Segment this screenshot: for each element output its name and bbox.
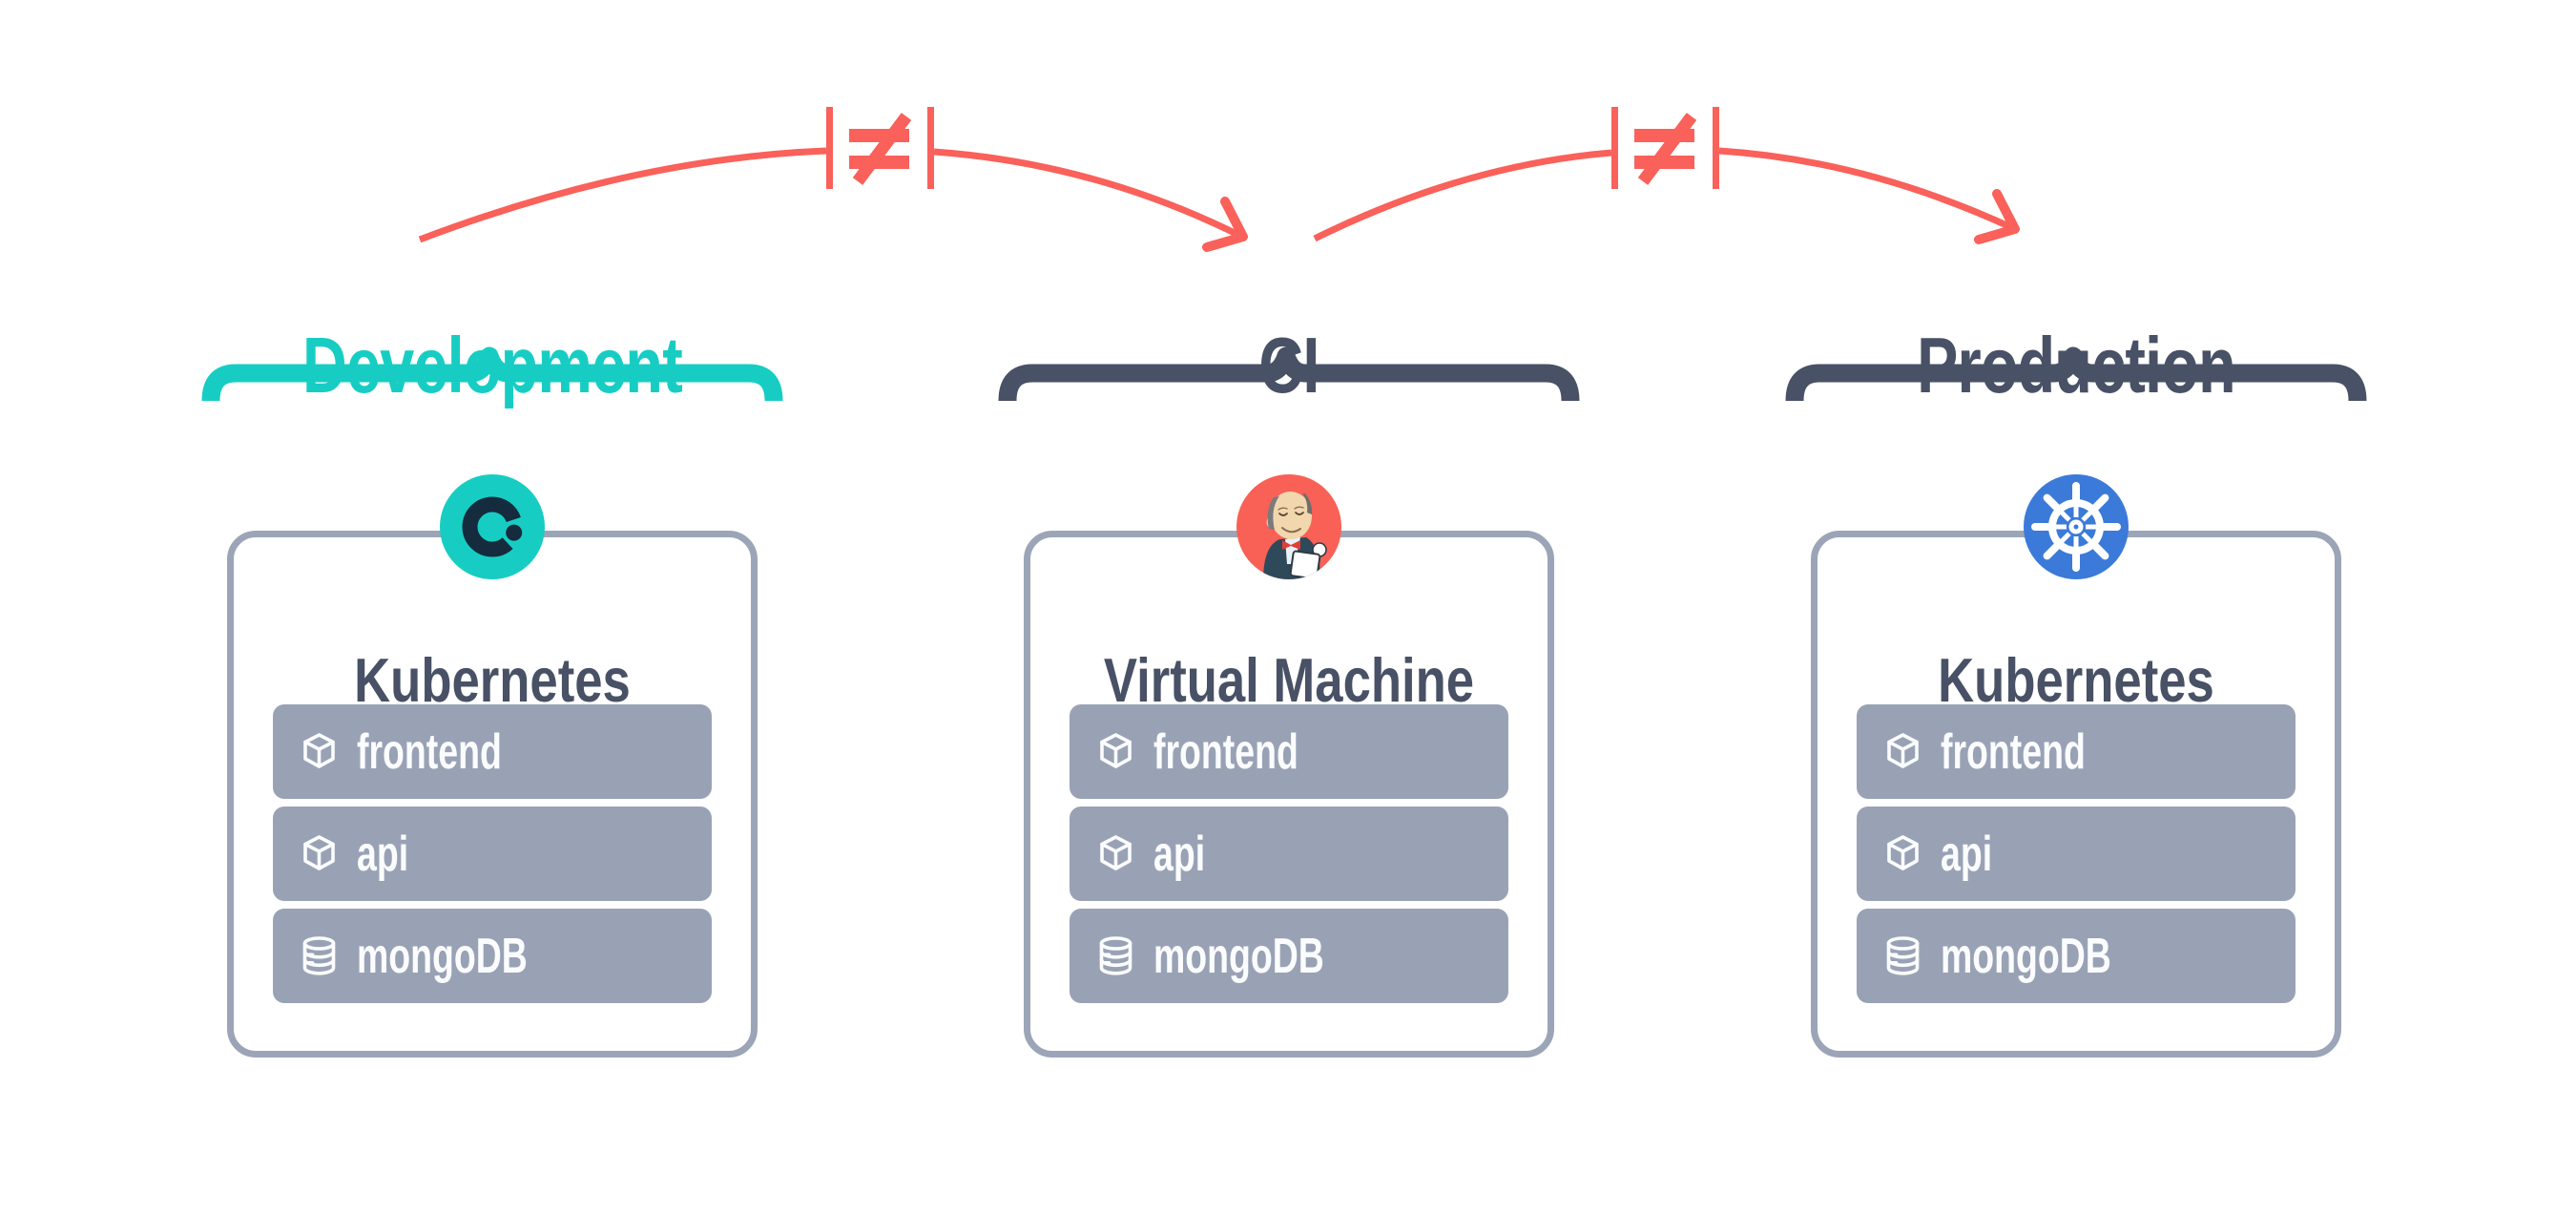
connector-ci-prod	[1313, 107, 2020, 244]
brace-decoration	[998, 346, 1580, 402]
service-label: frontend	[1153, 723, 1298, 780]
platform-title: Kubernetes	[354, 645, 631, 715]
stage-production: Production	[1785, 256, 2367, 1096]
database-icon	[1099, 936, 1132, 975]
stage-development: Development Kubernetes frontend api	[201, 256, 783, 1096]
cube-icon	[1887, 733, 1919, 768]
service-label: mongoDB	[1941, 928, 2111, 984]
stage-ci: CI Virtual Mac	[998, 256, 1580, 1096]
service-label: api	[1941, 826, 1993, 882]
database-icon	[302, 936, 336, 975]
okteto-icon	[440, 474, 545, 579]
service-label: mongoDB	[357, 928, 528, 984]
arrow-arc	[1313, 149, 1612, 242]
service-label: frontend	[357, 723, 502, 780]
service-row: api	[1070, 807, 1508, 901]
service-label: api	[357, 826, 409, 882]
cube-icon	[303, 835, 335, 870]
service-list: frontend api mongoDB	[1857, 704, 2296, 1011]
arrowhead-icon	[1974, 189, 2020, 244]
service-row: mongoDB	[1857, 909, 2296, 1003]
arrow-arc	[418, 147, 827, 243]
service-row: frontend	[1070, 704, 1508, 799]
kubernetes-icon	[2024, 474, 2129, 579]
cube-icon	[1100, 733, 1132, 768]
service-label: frontend	[1941, 723, 2086, 780]
connector-dev-ci	[418, 107, 1248, 252]
service-label: api	[1153, 826, 1206, 882]
service-row: mongoDB	[273, 909, 712, 1003]
arrow-arc	[933, 148, 1244, 241]
service-label: mongoDB	[1153, 928, 1324, 984]
cube-icon	[1100, 835, 1132, 870]
service-list: frontend api mongoDB	[1070, 704, 1508, 1011]
cube-icon	[1887, 835, 1919, 870]
not-equal-icon	[1611, 107, 1719, 189]
arrow-arc	[1718, 147, 2017, 233]
database-icon	[1886, 936, 1920, 975]
cube-icon	[303, 733, 335, 768]
brace-decoration	[201, 346, 783, 402]
service-row: frontend	[1857, 704, 2296, 799]
jenkins-icon	[1236, 474, 1341, 579]
arrowhead-icon	[1202, 197, 1248, 252]
service-row: api	[1857, 807, 2296, 901]
platform-title: Kubernetes	[1938, 645, 2214, 715]
not-equal-icon	[826, 107, 934, 189]
brace-decoration	[1785, 346, 2367, 402]
platform-title: Virtual Machine	[1103, 645, 1475, 715]
service-row: api	[273, 807, 712, 901]
service-row: mongoDB	[1070, 909, 1508, 1003]
service-list: frontend api mongoDB	[273, 704, 712, 1011]
service-row: frontend	[273, 704, 712, 799]
